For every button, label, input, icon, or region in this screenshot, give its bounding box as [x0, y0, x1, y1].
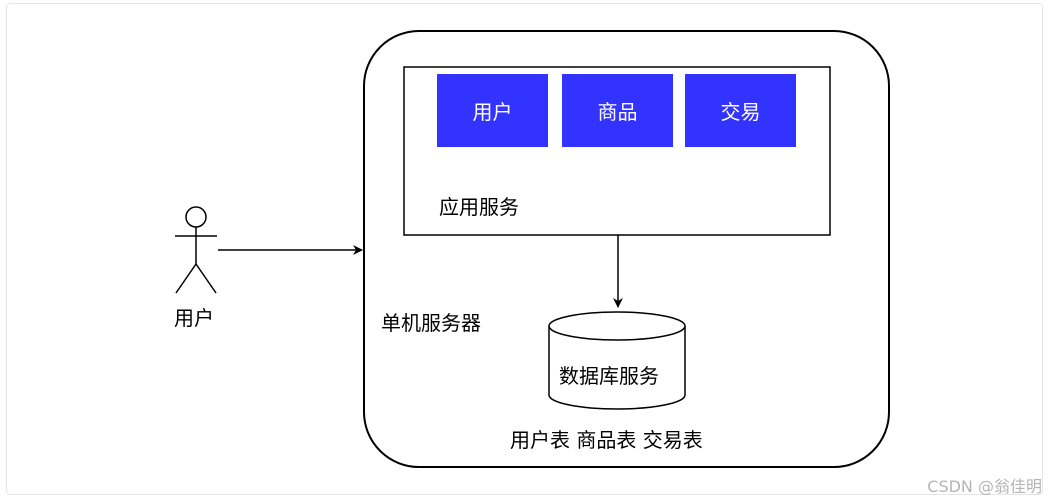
diagram-frame	[6, 3, 1043, 495]
app-service-label: 应用服务	[439, 195, 519, 219]
watermark: CSDN @翁佳明	[927, 477, 1042, 496]
module-trade-label: 交易	[720, 100, 761, 124]
server-container	[363, 30, 890, 468]
module-product-label: 商品	[597, 100, 638, 124]
server-label: 单机服务器	[381, 311, 481, 335]
module-user-label: 用户	[472, 100, 513, 124]
database-cylinder-icon	[548, 311, 686, 410]
module-user: 用户	[437, 74, 548, 147]
actor-label: 用户	[174, 306, 214, 330]
module-product: 商品	[562, 74, 673, 147]
tables-label: 用户表 商品表 交易表	[510, 428, 703, 452]
actor-stick-figure-icon	[175, 206, 217, 294]
database-label: 数据库服务	[559, 364, 659, 388]
module-trade: 交易	[685, 74, 796, 147]
